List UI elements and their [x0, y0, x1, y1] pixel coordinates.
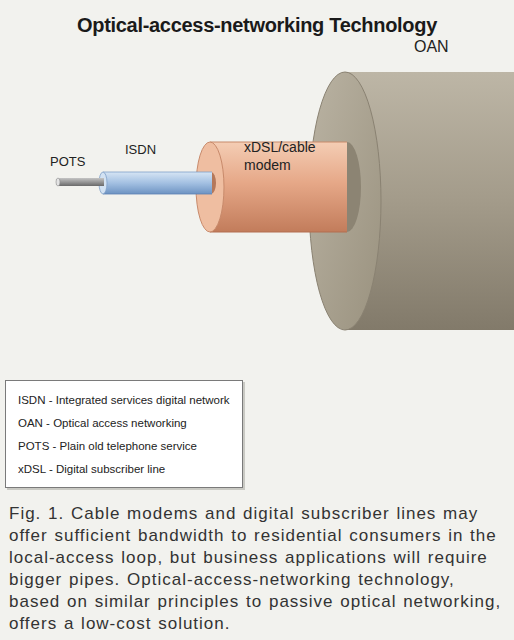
- xdsl-cylinder: [196, 142, 347, 232]
- abbreviation-key-box: ISDN - Integrated services digital netwo…: [5, 380, 243, 488]
- cylinder-label: OAN: [414, 38, 449, 56]
- cylinder-label: ISDN: [125, 141, 156, 159]
- figure-caption: Fig. 1. Cable modems and digital subscri…: [9, 503, 507, 635]
- abbreviation-entry: OAN - Optical access networking: [18, 412, 234, 435]
- pots-wire: [56, 178, 104, 186]
- cylinder-label: POTS: [50, 153, 85, 171]
- figure-title: Optical-access-networking Technology: [0, 14, 514, 37]
- abbreviation-entry: xDSL - Digital subscriber line: [18, 458, 234, 481]
- cylinder-label: xDSL/cable modem: [244, 138, 328, 174]
- abbreviation-entry: POTS - Plain old telephone service: [18, 435, 234, 458]
- isdn-cylinder: [99, 172, 212, 194]
- abbreviation-entry: ISDN - Integrated services digital netwo…: [18, 389, 234, 412]
